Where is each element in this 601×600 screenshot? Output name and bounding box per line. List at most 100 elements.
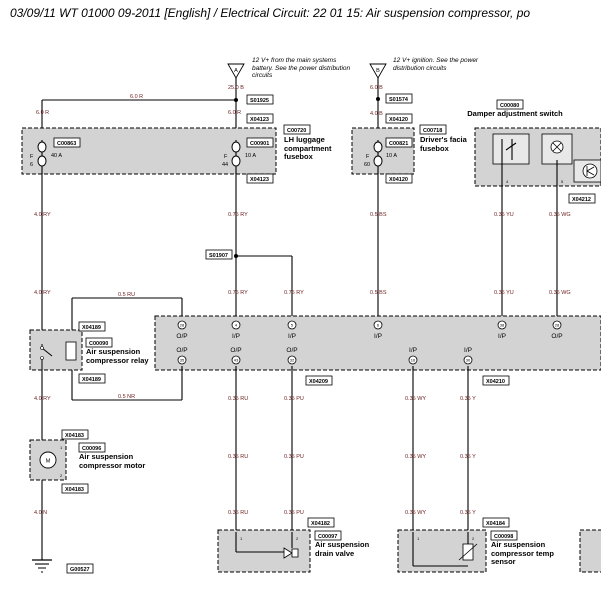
connector-label: X04184 <box>486 521 506 527</box>
fuse-code: C00863 <box>57 141 76 147</box>
splice-s01907: S01907 <box>209 253 228 259</box>
ground-label: G00527 <box>70 567 90 573</box>
wire-label: 0.5 NR <box>118 394 135 400</box>
wire-label: 0.75 RY <box>228 290 248 296</box>
wire-label: 0.35 PU <box>284 396 304 402</box>
drain-valve-label: Air suspension drain valve <box>315 541 370 558</box>
driver-fusebox: X04120 X04120 C00718 Driver's facia fuse… <box>351 113 467 184</box>
component-code: C00097 <box>318 534 337 540</box>
control-module: 28 O/P 4 I/P 5 I/P 6 I/P 38 I/P 28 O/P O… <box>154 315 601 386</box>
supply-b-note: 12 V+ ignition. See the power distributi… <box>393 57 479 72</box>
pin-number: 5 <box>291 323 294 328</box>
splice-s01574: S01574 <box>389 97 409 103</box>
wire-label: 6.0 B <box>370 85 383 91</box>
pin-number: 2 <box>472 536 475 541</box>
splice-s01925: S01925 <box>250 98 269 104</box>
pin-number: 38 <box>500 323 505 328</box>
compressor-relay: X04189 C00090 Air suspension compressor … <box>29 321 149 384</box>
lh-fusebox-label: LH luggage compartment fusebox <box>284 136 332 161</box>
pin-number: 35 <box>180 358 185 363</box>
pin-number: 6 <box>377 323 380 328</box>
pin-io: O/P <box>286 347 297 354</box>
damper-switch-label: Damper adjustment switch <box>467 110 563 118</box>
connector-label: X04120 <box>389 177 408 183</box>
temp-sensor: X04184 1 2 C00098 Air suspension compres… <box>397 517 554 573</box>
pin-number: 5 <box>561 179 564 184</box>
pin-io: O/P <box>176 347 187 354</box>
fuse-f60: C00821 10 A F 60 <box>364 137 413 168</box>
wire-label: 0.35 RU <box>228 454 248 460</box>
wire-label: 0.35 Y <box>460 510 476 516</box>
pin-io: I/P <box>409 347 417 354</box>
connector-label: X04183 <box>65 433 84 439</box>
wire-label: 0.35 PU <box>284 510 304 516</box>
pin-number: 16 <box>411 358 416 363</box>
pin-number: 28 <box>555 323 560 328</box>
fuse-rating: 10 A <box>245 153 256 159</box>
fuse-letter: F <box>366 154 370 160</box>
pin-io: I/P <box>232 333 240 340</box>
wire-label: 0.35 YU <box>494 290 514 296</box>
pin-io: I/P <box>374 333 382 340</box>
connector-label: X04123 <box>250 177 269 183</box>
wire-label: 0.35 YU <box>494 212 514 218</box>
wire-label: 25.0 B <box>228 85 244 91</box>
wire-label: 0.5 BS <box>370 290 387 296</box>
connector-label: X04183 <box>65 487 84 493</box>
supply-a: A 12 V+ from the main systems battery. S… <box>227 57 351 140</box>
pin-io: O/P <box>551 333 562 340</box>
damper-switch: C00080 Damper adjustment switch 4 5 X042… <box>467 99 601 204</box>
wire-label: 4.0 RY <box>34 290 51 296</box>
wire-label: 6.0 R <box>130 94 143 100</box>
pin-io: I/P <box>498 333 506 340</box>
supply-b-letter: B <box>376 68 380 74</box>
pin-number: 43 <box>234 358 239 363</box>
wire-label: 0.35 WY <box>405 510 426 516</box>
pin-number: 2 <box>60 473 63 478</box>
drain-valve: X04182 1 2 C00097 Air suspension drain v… <box>217 517 370 573</box>
wire-label: 0.35 PU <box>284 454 304 460</box>
component-code: C00718 <box>423 128 442 134</box>
wire-label: 4.0 B <box>370 111 383 117</box>
connector-label: X04212 <box>572 197 591 203</box>
supply-a-letter: A <box>234 68 238 74</box>
temp-sensor-label: Air suspension compressor temp sensor <box>491 541 554 566</box>
motor-icon: M <box>46 459 51 465</box>
component-code: C00090 <box>89 341 108 347</box>
connector-label: X04182 <box>311 521 330 527</box>
compressor-motor: X04183 M 1 2 C00096 Air suspension compr… <box>29 429 145 494</box>
wire-label: 4.0 RY <box>34 396 51 402</box>
wire-label: 0.5 RU <box>118 292 135 298</box>
wire-label: 0.75 RY <box>228 212 248 218</box>
connector-label: X04209 <box>309 379 328 385</box>
supply-a-note: 12 V+ from the main systems battery. See… <box>252 57 351 79</box>
fuse-rating: 40 A <box>51 153 62 159</box>
fuse-f44: C00901 10 A F 44 <box>222 137 274 168</box>
pin-io: I/P <box>288 333 296 340</box>
pin-io: I/P <box>464 347 472 354</box>
pin-number: 28 <box>180 323 185 328</box>
connector-label: X04189 <box>82 377 101 383</box>
wire-label: 0.35 Y <box>460 396 476 402</box>
module-pins-bottom: O/P 35 O/P 43 O/P 32 I/P 16 I/P 30 <box>176 347 473 365</box>
wire-label: 0.35 WY <box>405 454 426 460</box>
wire-label: 0.35 RU <box>228 396 248 402</box>
wire-label: 0.35 WY <box>405 396 426 402</box>
wire-label: 4.0 N <box>34 510 47 516</box>
pin-number: 32 <box>290 358 295 363</box>
module-pins-top: 28 O/P 4 I/P 5 I/P 6 I/P 38 I/P 28 O/P <box>176 320 563 340</box>
wire-label: 0.75 RY <box>284 290 304 296</box>
fuse-letter: F <box>224 154 228 160</box>
fuse-number: 6 <box>30 162 33 168</box>
pin-number: 30 <box>466 358 471 363</box>
pin-number: 4 <box>235 323 238 328</box>
wire-label: 6.0 R <box>228 110 241 116</box>
partial-component-box <box>579 529 601 573</box>
component-code: C00098 <box>494 534 513 540</box>
connector-label: X04210 <box>486 379 505 385</box>
pin-io: O/P <box>230 347 241 354</box>
fuse-rating: 10 A <box>386 153 397 159</box>
connector-label: X04189 <box>82 325 101 331</box>
wire-label: 0.35 WG <box>549 290 571 296</box>
